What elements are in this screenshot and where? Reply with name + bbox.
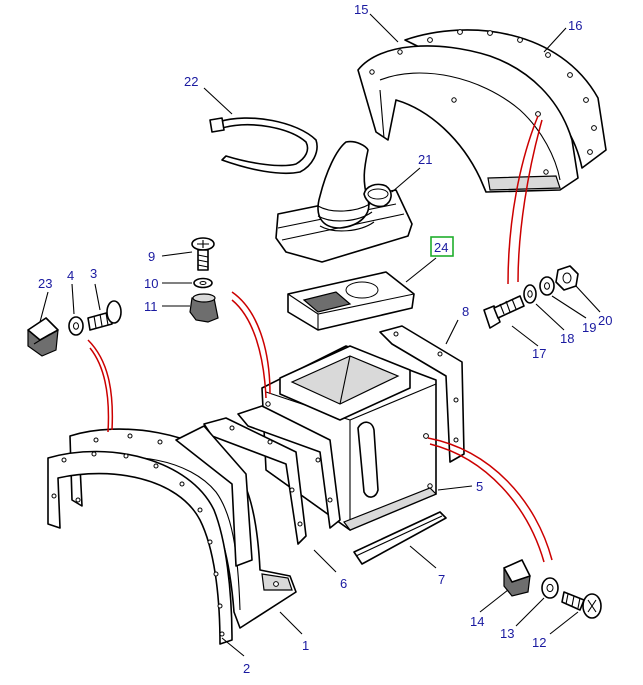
washer-10 <box>193 277 213 289</box>
washer-19 <box>539 276 555 296</box>
callout-10: 10 <box>144 276 158 291</box>
callout-4: 4 <box>67 268 74 283</box>
bolt-17 <box>483 295 525 329</box>
callout-18: 18 <box>560 331 574 346</box>
callout-7: 7 <box>438 572 445 587</box>
selector-housing-5 <box>261 345 438 532</box>
clip-nut-23 <box>27 317 59 357</box>
callout-17: 17 <box>532 346 546 361</box>
callout-22: 22 <box>184 74 198 89</box>
box-gasket-8 <box>379 325 465 463</box>
callout-24-highlight-box <box>430 236 454 257</box>
washer-18 <box>523 284 537 304</box>
bolt-3 <box>87 300 122 331</box>
lower-tunnel-1 <box>69 425 297 629</box>
callout-19: 19 <box>582 320 596 335</box>
callout-5: 5 <box>476 479 483 494</box>
washer-4 <box>68 316 84 336</box>
callout-8: 8 <box>462 304 469 319</box>
screw-12 <box>561 591 602 619</box>
washer-13 <box>541 577 559 599</box>
callout-21: 21 <box>418 152 432 167</box>
housing-gaskets-6 <box>203 405 341 545</box>
callout-1: 1 <box>302 638 309 653</box>
callout-24: 24 <box>434 240 448 255</box>
red-connection-lines <box>87 115 553 563</box>
leader-lines <box>39 13 601 657</box>
lower-gasket-2 <box>47 450 233 645</box>
callout-23: 23 <box>38 276 52 291</box>
callout-labels: 15 16 22 21 24 9 10 11 23 4 3 8 20 19 18… <box>38 2 612 676</box>
callout-12: 12 <box>532 635 546 650</box>
callout-6: 6 <box>340 576 347 591</box>
mount-11 <box>189 293 219 323</box>
callout-3: 3 <box>90 266 97 281</box>
callout-2: 2 <box>243 661 250 676</box>
callout-9: 9 <box>148 249 155 264</box>
callout-11: 11 <box>144 299 158 314</box>
nut-20 <box>555 265 579 291</box>
strap <box>209 117 318 175</box>
callout-13: 13 <box>500 626 514 641</box>
callout-20: 20 <box>598 313 612 328</box>
upper-cover <box>357 45 579 193</box>
callout-15: 15 <box>354 2 368 17</box>
clip-nut-14 <box>503 559 531 597</box>
callout-14: 14 <box>470 614 484 629</box>
selector-pad <box>287 271 415 331</box>
gear-lever-gaiter <box>275 140 413 263</box>
seal-strip-7 <box>353 511 447 565</box>
callout-16: 16 <box>568 18 582 33</box>
screw-9 <box>191 237 215 271</box>
